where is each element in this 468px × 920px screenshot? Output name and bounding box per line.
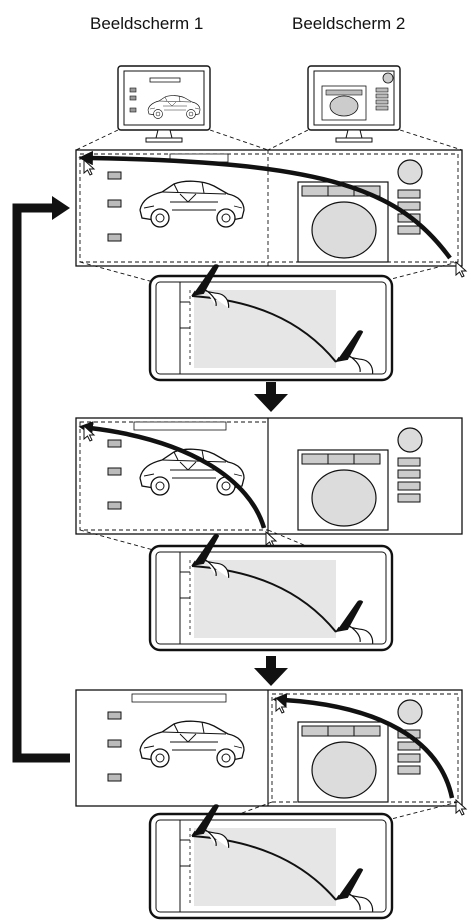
loop-back-arrow-icon	[17, 196, 70, 758]
step-3	[76, 690, 466, 918]
step-1	[76, 150, 466, 380]
monitor-1-icon	[118, 66, 210, 142]
down-arrow-icon	[254, 382, 288, 412]
step-2	[76, 418, 462, 650]
projection-lines	[76, 130, 462, 150]
monitor-2-icon	[308, 66, 400, 142]
down-arrow-icon	[254, 656, 288, 686]
